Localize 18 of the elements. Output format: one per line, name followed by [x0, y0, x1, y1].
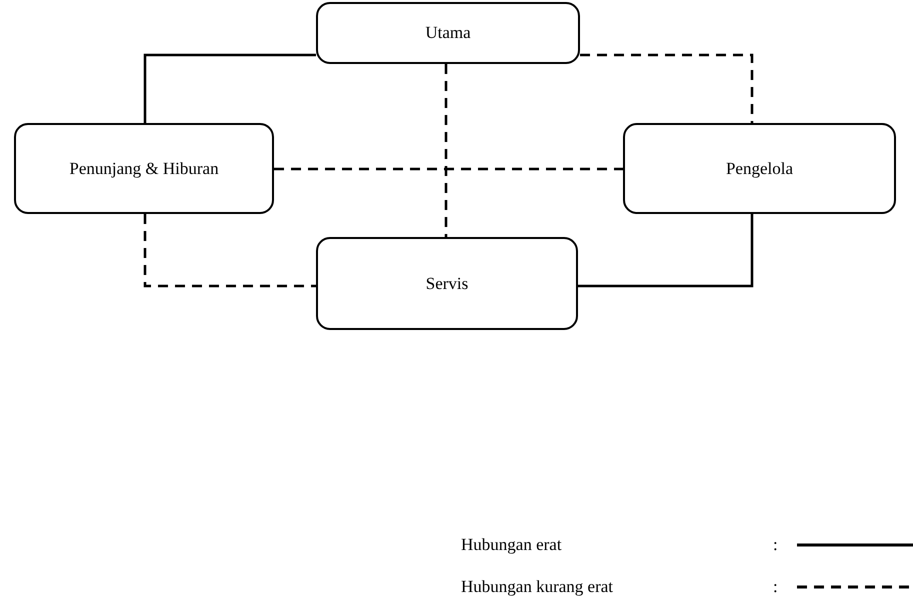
node-label: Pengelola — [726, 158, 794, 178]
node-label: Utama — [425, 23, 471, 43]
node-label: Penunjang & Hiburan — [69, 158, 219, 178]
legend-text: Hubungan kurang erat — [461, 577, 614, 597]
connector-line — [144, 214, 316, 288]
connector-line — [144, 54, 316, 123]
connector-line — [578, 214, 754, 288]
connector-line — [444, 64, 448, 237]
node-label: Servis — [426, 274, 468, 294]
rounded-box — [14, 123, 274, 214]
rounded-box — [316, 2, 580, 64]
connector-line — [274, 168, 623, 170]
legend-colon: : — [773, 577, 778, 597]
legend-text: Hubungan erat — [461, 535, 562, 555]
rounded-box — [316, 237, 578, 330]
connector-line — [580, 54, 754, 123]
rounded-box — [623, 123, 896, 214]
legend-colon: : — [773, 535, 778, 555]
